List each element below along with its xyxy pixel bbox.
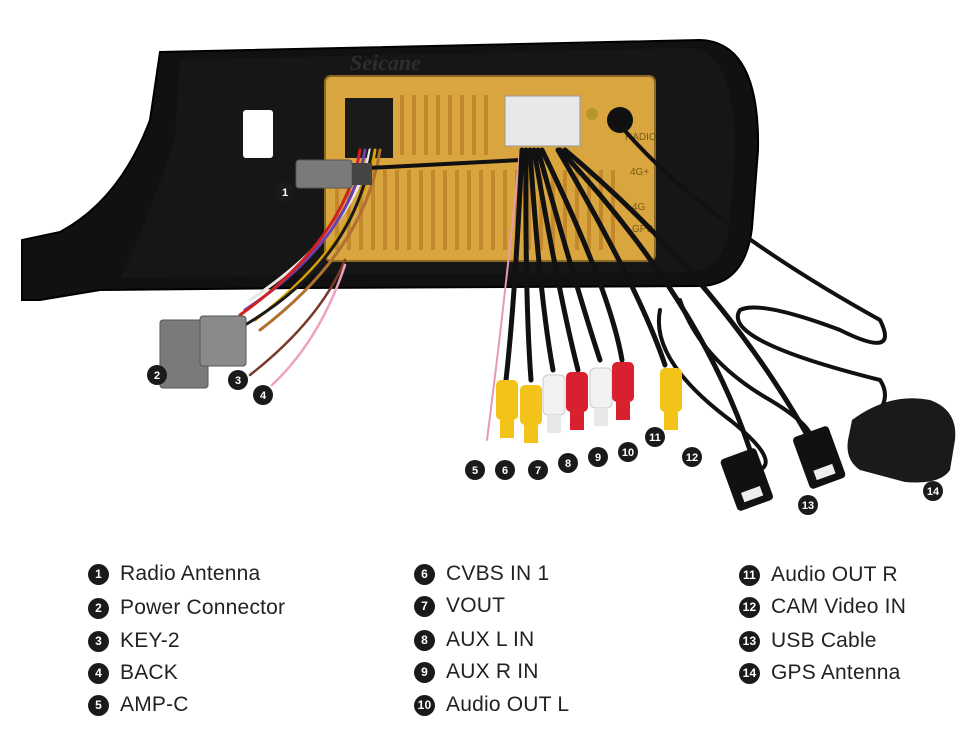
- callout-9: 9: [588, 447, 608, 467]
- mounting-slot: [243, 110, 273, 158]
- legend-label: VOUT: [446, 594, 506, 617]
- legend-item-3: 3 KEY-2: [88, 628, 180, 654]
- callout-1: 1: [275, 182, 295, 202]
- callout-8: 8: [558, 453, 578, 473]
- callout-4: 4: [253, 385, 273, 405]
- gps-socket: [586, 108, 598, 120]
- svg-text:10: 10: [622, 447, 634, 459]
- legend-badge: 7: [414, 595, 435, 617]
- legend-item-2: 2 Power Connector: [88, 595, 285, 621]
- legend-label: Power Connector: [120, 596, 286, 619]
- legend-label: KEY-2: [120, 629, 180, 652]
- svg-text:14: 14: [927, 486, 940, 498]
- callout-13: 13: [798, 495, 818, 515]
- legend-item-12: 12 CAM Video IN: [739, 594, 906, 620]
- legend-label: AUX R IN: [446, 660, 539, 683]
- legend-label: AMP-C: [120, 693, 189, 716]
- svg-text:2: 2: [154, 370, 160, 382]
- svg-text:6: 6: [502, 465, 508, 477]
- legend-item-13: 13 USB Cable: [739, 628, 877, 654]
- callout-6: 6: [495, 460, 515, 480]
- callout-10: 10: [618, 442, 638, 462]
- legend-item-1: 1 Radio Antenna: [88, 561, 260, 587]
- gps-antenna-puck: [847, 398, 956, 483]
- panel-label-radio: RADIO: [625, 132, 657, 143]
- rca-plugs: [496, 362, 682, 443]
- panel-label-4g-plus: 4G+: [630, 167, 649, 178]
- legend-label: Audio OUT R: [771, 563, 898, 586]
- panel-label-gps: GPS: [632, 224, 653, 235]
- svg-text:13: 13: [802, 500, 814, 512]
- harness-socket: [345, 98, 393, 158]
- legend-item-9: 9 AUX R IN: [414, 659, 539, 685]
- usb-connector-b: [793, 426, 846, 489]
- svg-text:4: 4: [260, 390, 267, 402]
- callout-2: 2: [147, 365, 167, 385]
- legend-badge: 10: [414, 694, 435, 716]
- antenna-socket: [607, 107, 633, 133]
- legend-item-5: 5 AMP-C: [88, 692, 189, 718]
- wiring-diagram: Seicane RADIO 4G+ 4G GPS: [21, 38, 956, 515]
- legend-item-14: 14 GPS Antenna: [739, 660, 900, 686]
- legend-badge: 8: [414, 629, 435, 651]
- legend-badge: 2: [88, 597, 109, 619]
- legend-item-6: 6 CVBS IN 1: [414, 561, 549, 587]
- legend-badge: 14: [739, 662, 760, 684]
- legend-label: USB Cable: [771, 629, 877, 652]
- legend-badge: 3: [88, 630, 109, 652]
- svg-text:11: 11: [649, 432, 661, 444]
- svg-text:5: 5: [472, 465, 478, 477]
- svg-text:12: 12: [686, 452, 698, 464]
- legend-badge: 5: [88, 694, 109, 716]
- svg-text:3: 3: [235, 375, 241, 387]
- svg-text:7: 7: [535, 465, 541, 477]
- legend-badge: 4: [88, 662, 109, 684]
- callout-11: 11: [645, 427, 665, 447]
- svg-text:8: 8: [565, 458, 571, 470]
- legend-item-7: 7 VOUT: [414, 593, 505, 619]
- legend-label: Audio OUT L: [446, 693, 570, 716]
- callout-7: 7: [528, 460, 548, 480]
- callout-5: 5: [465, 460, 485, 480]
- legend-badge: 9: [414, 661, 435, 683]
- panel-label-4g: 4G: [632, 202, 646, 213]
- legend-item-4: 4 BACK: [88, 660, 178, 686]
- legend-badge: 11: [739, 564, 760, 586]
- av-socket: [504, 95, 581, 147]
- legend-label: GPS Antenna: [771, 661, 901, 684]
- legend-label: CVBS IN 1: [446, 562, 550, 585]
- svg-text:1: 1: [282, 187, 288, 199]
- legend-badge: 13: [739, 630, 760, 652]
- legend-label: Radio Antenna: [120, 562, 261, 585]
- legend-label: AUX L IN: [446, 628, 535, 651]
- legend-item-11: 11 Audio OUT R: [739, 562, 898, 588]
- callout-12: 12: [682, 447, 702, 467]
- callout-3: 3: [228, 370, 248, 390]
- svg-text:9: 9: [595, 452, 601, 464]
- legend-badge: 1: [88, 563, 109, 585]
- legend-item-8: 8 AUX L IN: [414, 627, 534, 653]
- callout-14: 14: [923, 481, 943, 501]
- legend-badge: 6: [414, 563, 435, 585]
- legend-label: BACK: [120, 661, 178, 684]
- radio-antenna-plug: [295, 159, 353, 189]
- legend-label: CAM Video IN: [771, 595, 907, 618]
- brand-logo: Seicane: [350, 50, 421, 75]
- legend-badge: 12: [739, 596, 760, 618]
- legend-item-10: 10 Audio OUT L: [414, 692, 569, 718]
